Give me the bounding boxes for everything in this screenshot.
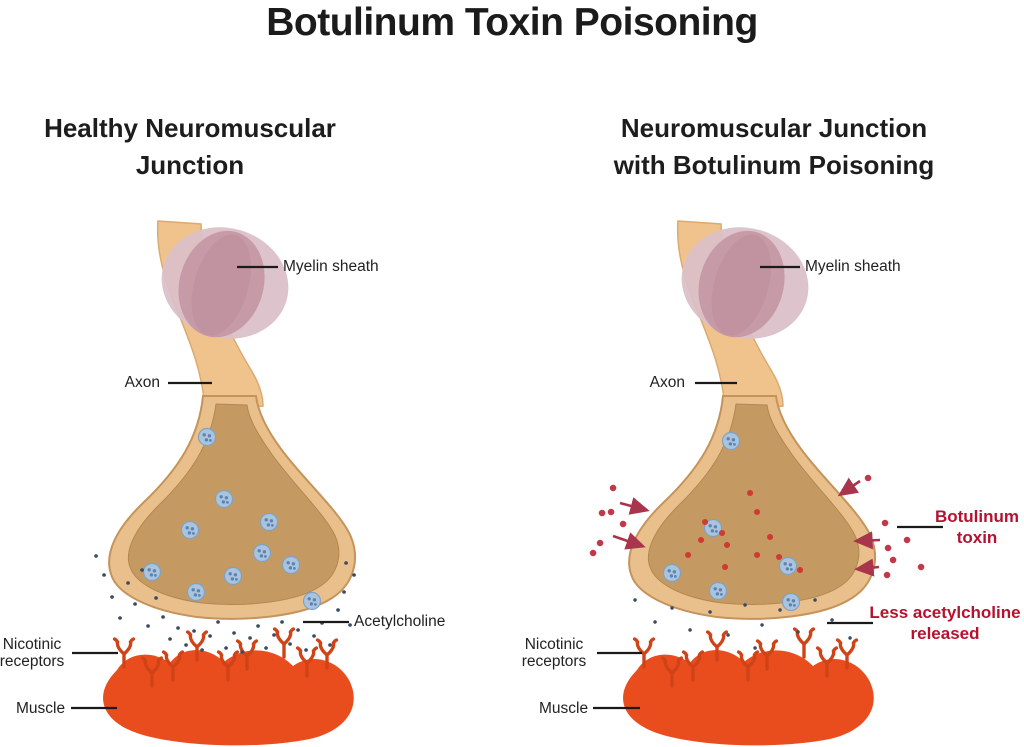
label-less-acetylcholine-released: Less acetylcholine released: [866, 602, 1024, 644]
left-heading-line1: Healthy Neuromuscular: [44, 113, 336, 143]
label-myelin-sheath-right: Myelin sheath: [805, 258, 901, 275]
label-less-ach-line1: Less acetylcholine: [869, 603, 1021, 622]
label-nicotinic-receptors-right: Nicotinic receptors: [520, 636, 588, 670]
label-botulinum-toxin-line2: toxin: [956, 528, 998, 547]
label-myelin-sheath-left: Myelin sheath: [283, 258, 379, 275]
label-nicotinic-receptors-left: Nicotinic receptors: [0, 636, 65, 670]
botulinum-toxin-dots-outside-right: [864, 474, 925, 579]
healthy-junction-figure: [94, 212, 356, 745]
label-botulinum-toxin: Botulinum toxin: [930, 506, 1024, 548]
label-axon-right: Axon: [649, 374, 685, 391]
label-muscle-right: Muscle: [539, 700, 589, 717]
label-nicotinic-line1: Nicotinic: [524, 636, 584, 653]
botulinum-toxin-dots-inside: [685, 490, 804, 573]
left-panel-heading: Healthy Neuromuscular Junction: [5, 110, 375, 184]
right-heading-line2: with Botulinum Poisoning: [613, 150, 935, 180]
label-receptors-line2: receptors: [0, 653, 65, 670]
left-heading-line2: Junction: [135, 150, 245, 180]
page-title: Botulinum Toxin Poisoning: [266, 1, 758, 44]
label-less-ach-line2: released: [910, 624, 980, 643]
label-connector-lines: [71, 265, 943, 710]
label-botulinum-toxin-line1: Botulinum: [934, 507, 1020, 526]
label-axon-left: Axon: [124, 374, 160, 391]
toxin-entry-arrows: [612, 477, 881, 577]
botulinum-toxin-dots-outside-left: [589, 484, 627, 557]
label-acetylcholine: Acetylcholine: [354, 613, 446, 630]
acetylcholine-dots-right: [633, 598, 852, 650]
right-panel-heading: Neuromuscular Junction with Botulinum Po…: [589, 110, 959, 184]
label-nicotinic-line1: Nicotinic: [2, 636, 62, 653]
acetylcholine-dots-left: [94, 554, 356, 654]
right-heading-line1: Neuromuscular Junction: [620, 113, 928, 143]
label-muscle-left: Muscle: [16, 700, 66, 717]
label-receptors-line2: receptors: [521, 653, 587, 670]
poisoned-junction-figure: [589, 212, 925, 745]
